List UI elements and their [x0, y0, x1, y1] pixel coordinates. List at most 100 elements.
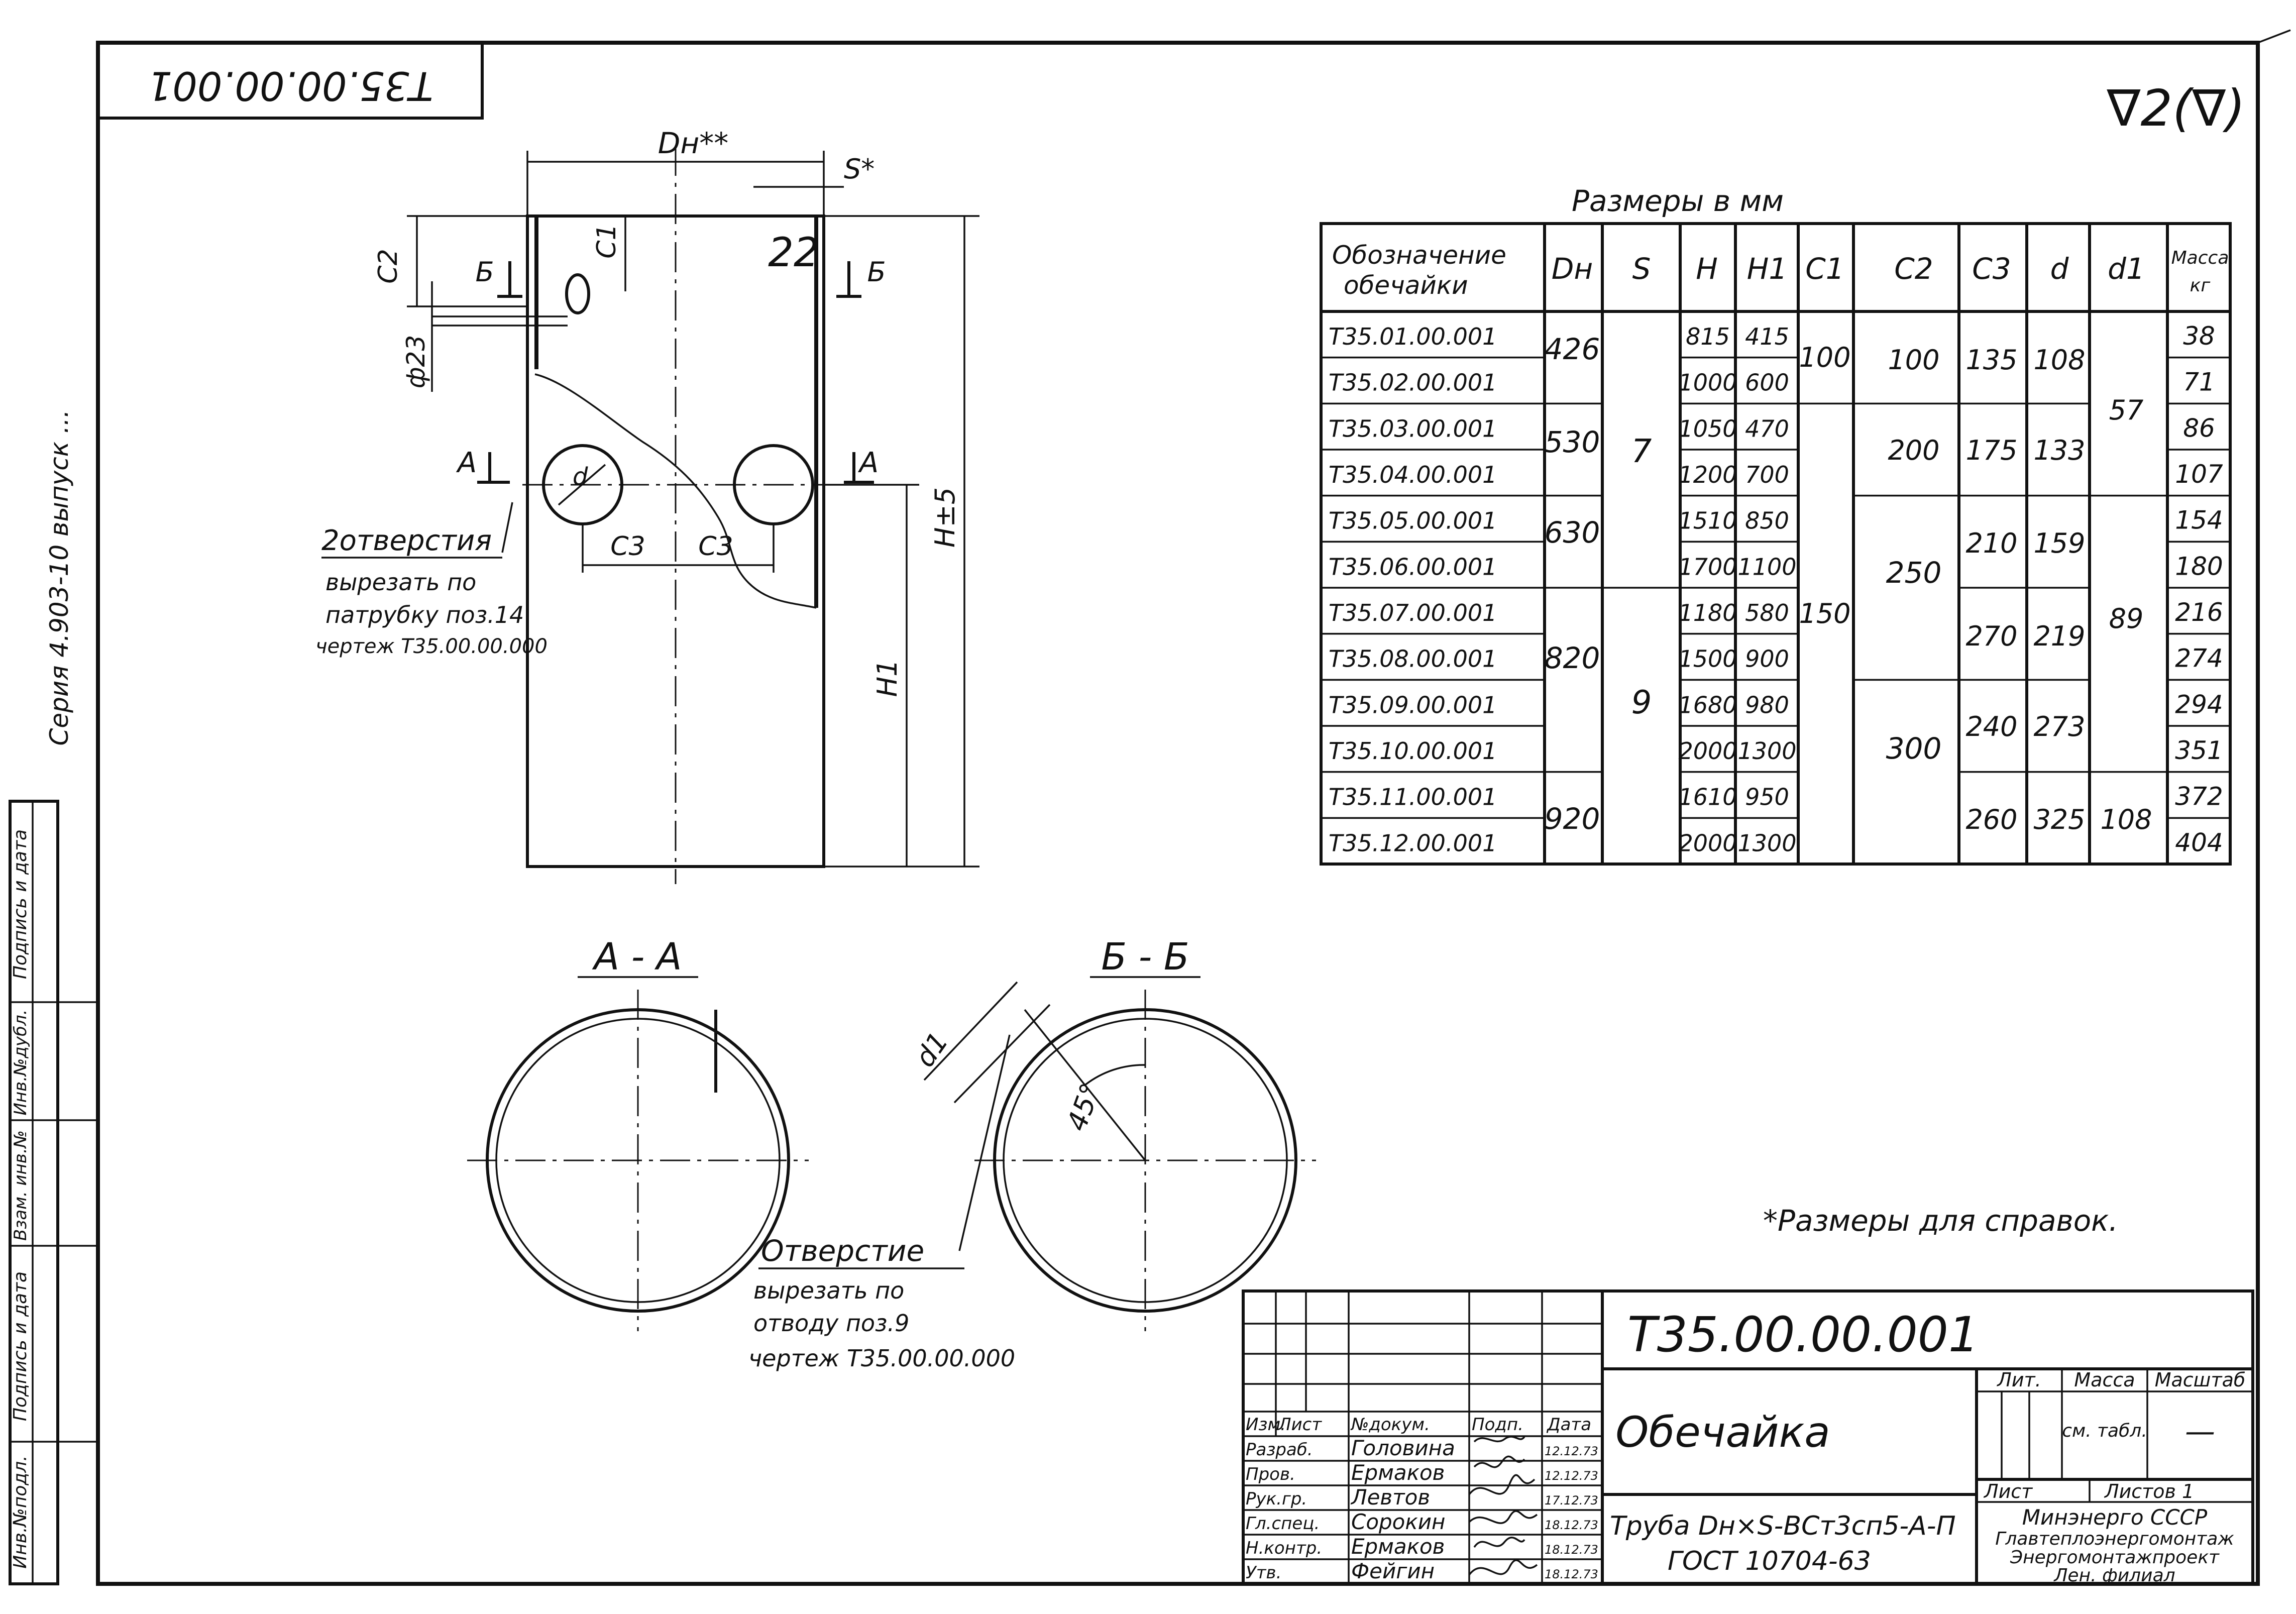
title-scale-value: — [2185, 1414, 2215, 1449]
th-h: H [1696, 252, 1718, 286]
cell-h: 1510 [1678, 507, 1737, 534]
cell-dn-530: 530 [1545, 425, 1600, 459]
note-holes-line-2: патрубку поз.14 [325, 601, 524, 628]
cell-h: 1680 [1678, 691, 1737, 718]
hole-d-leader [558, 464, 606, 506]
cell-c2-100: 100 [1888, 344, 1939, 376]
cell-designation: Т35.11.00.001 [1329, 784, 1497, 811]
cell-mass: 38 [2183, 321, 2215, 351]
cell-h: 1610 [1678, 784, 1737, 811]
th-s: S [1632, 252, 1651, 286]
dim-d1-line-b [953, 1004, 1051, 1104]
signature-4 [1468, 1510, 1538, 1524]
mark-b-left: Б [475, 256, 494, 288]
cell-designation: Т35.09.00.001 [1329, 691, 1497, 718]
tb-role: Утв. [1246, 1563, 1281, 1583]
th-mass-1: Масса [2171, 248, 2229, 268]
cell-c2-200: 200 [1888, 435, 1939, 466]
tb-person: Ермаков [1351, 1460, 1445, 1485]
cell-designation: Т35.01.00.001 [1329, 323, 1497, 350]
dim-c3b-label: C3 [698, 531, 733, 562]
stamp-rotated-text: Т35.00.00.001 [148, 63, 433, 108]
cell-d1-57: 57 [2109, 394, 2144, 426]
strip-field-inv-podl: Инв.№подл. [10, 1455, 31, 1568]
org-line-3: Энергомонтажпроект [2010, 1547, 2220, 1568]
cell-c3-175: 175 [1965, 435, 2017, 466]
tb-person: Левтов [1350, 1485, 1430, 1510]
cell-h1: 1300 [1737, 737, 1796, 765]
cell-s-9: 9 [1631, 684, 1652, 721]
section-bb-angle-arc [1084, 1064, 1146, 1086]
sheet-frame [96, 41, 2260, 1586]
dim-h-label: H±5 [929, 487, 961, 548]
cell-h1: 980 [1745, 691, 1789, 718]
title-material-line-2: ГОСТ 10704-63 [1668, 1546, 1871, 1576]
left-margin-strip: Серия 4.903-10 выпуск ... Инв.№подл. Под… [9, 409, 98, 1585]
tb-role: Н.контр. [1246, 1538, 1322, 1558]
dim-d-label: d [573, 463, 588, 491]
dim-phi23-label: ф23 [401, 335, 430, 388]
cell-h: 1700 [1678, 553, 1737, 580]
signature-6 [1468, 1559, 1538, 1576]
table-caption: Размеры в мм [1572, 184, 1784, 218]
tb-col-header: Лист [1277, 1415, 1322, 1435]
tb-date: 18.12.73 [1545, 1567, 1598, 1581]
tb-date: 18.12.73 [1545, 1543, 1598, 1557]
mark-a-right: А [858, 447, 879, 479]
cell-mass: 404 [2175, 828, 2223, 857]
signature-5 [1473, 1536, 1525, 1548]
footnote: *Размеры для справок. [1763, 1204, 2118, 1238]
drain-slot [565, 273, 590, 314]
signature-2 [1473, 1455, 1525, 1468]
dim-d1-label: d1 [909, 1026, 954, 1072]
cell-c1-150: 150 [1799, 598, 1850, 629]
dim-h1-label: H1 [871, 660, 903, 697]
signature-1 [1473, 1436, 1525, 1443]
tb-col-header: Изм. [1246, 1415, 1286, 1435]
cell-designation: Т35.04.00.001 [1329, 461, 1497, 488]
th-c2: C2 [1894, 252, 1933, 286]
note-hole-line-3: чертеж Т35.00.00.000 [748, 1345, 1015, 1372]
th-mass-2: кг [2190, 275, 2211, 296]
note-holes-line-3: чертеж Т35.00.00.000 [315, 635, 548, 658]
cell-h: 2000 [1678, 737, 1737, 765]
th-h1: H1 [1747, 252, 1788, 286]
mark-a-left: А [456, 447, 477, 479]
cell-h: 815 [1686, 323, 1730, 350]
cell-mass: 351 [2175, 736, 2223, 765]
cell-s-7: 7 [1631, 433, 1652, 470]
cell-designation: Т35.03.00.001 [1329, 415, 1497, 442]
cell-d-133: 133 [2033, 435, 2085, 466]
cell-h1: 950 [1745, 784, 1789, 811]
tb-person: Головина [1351, 1436, 1455, 1460]
tb-col-header: Дата [1546, 1415, 1591, 1435]
section-bb-angle: 45° [1061, 1079, 1107, 1135]
cell-mass: 274 [2175, 644, 2223, 673]
cell-dn-920: 920 [1545, 802, 1600, 836]
title-scale-label: Масштаб [2155, 1369, 2246, 1391]
tb-role: Пров. [1246, 1464, 1295, 1484]
title-lit-label: Лит. [1996, 1369, 2041, 1391]
cell-h: 1000 [1678, 369, 1737, 396]
section-aa: А - А [467, 935, 809, 1331]
dim-c2-label: C2 [373, 249, 403, 283]
tb-person: Ермаков [1351, 1534, 1445, 1559]
strip-field-sign-date-2: Подпись и дата [10, 829, 31, 979]
cell-h: 2000 [1678, 829, 1737, 856]
stamp-box [96, 41, 484, 120]
cell-h1: 1100 [1737, 553, 1796, 580]
cell-d-219: 219 [2033, 620, 2085, 652]
tb-person: Сорокин [1351, 1510, 1446, 1534]
th-d: d [2050, 252, 2069, 286]
th-designation-2: обечайки [1344, 271, 1468, 300]
cell-d1-89: 89 [2109, 603, 2144, 634]
cell-c2-250: 250 [1886, 556, 1942, 590]
cell-h: 1180 [1678, 599, 1737, 626]
cell-designation: Т35.05.00.001 [1329, 507, 1497, 534]
weld-mark: 22 [768, 229, 819, 276]
cell-d1-108: 108 [2100, 804, 2152, 835]
cell-c2-300: 300 [1886, 731, 1942, 766]
tb-date: 12.12.73 [1545, 1444, 1598, 1458]
title-doc-number: Т35.00.00.001 [1627, 1307, 1979, 1363]
